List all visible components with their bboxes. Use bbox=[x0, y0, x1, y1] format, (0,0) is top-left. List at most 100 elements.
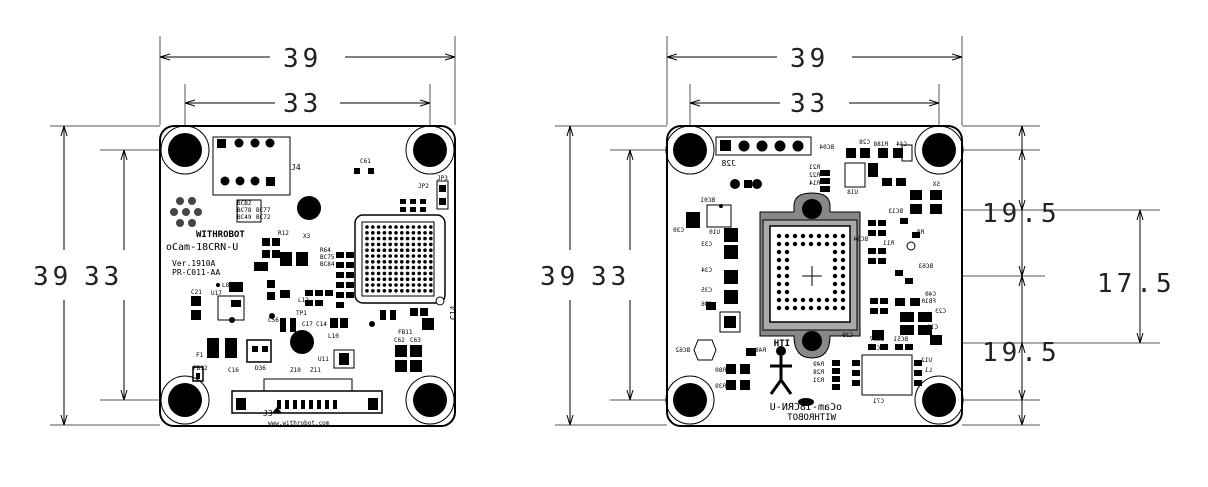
soc-ball bbox=[417, 271, 422, 276]
back-label-bc63: FB10 bbox=[921, 298, 936, 305]
front-mounting-holes bbox=[160, 125, 455, 425]
soc-ball bbox=[388, 265, 393, 270]
soc-ball bbox=[376, 236, 381, 241]
sensor-ball bbox=[784, 233, 790, 239]
sensor-ball bbox=[800, 241, 806, 247]
soc-ball bbox=[365, 289, 369, 293]
sensor-ball bbox=[816, 241, 822, 247]
soc-ball bbox=[394, 242, 398, 247]
back-label-r21: R21 bbox=[809, 164, 820, 171]
sensor-ball bbox=[840, 233, 846, 239]
soc-ball bbox=[394, 271, 398, 276]
soc-ball bbox=[376, 231, 381, 235]
soc-ball bbox=[388, 254, 393, 258]
back-label-bc01: BC01 bbox=[700, 197, 715, 204]
soc-ball bbox=[423, 260, 427, 264]
sensor-ball bbox=[840, 305, 846, 311]
soc-ball bbox=[429, 225, 433, 229]
back-label-r80: R48 bbox=[755, 347, 766, 354]
soc-ball bbox=[371, 260, 375, 264]
soc-ball bbox=[382, 248, 387, 252]
soc-ball bbox=[376, 225, 381, 229]
back-view: 39 33 39 33 19.5 17.5 19.5 bbox=[540, 36, 1176, 427]
back-label-r8: R8 bbox=[916, 229, 924, 236]
back-dim-right-top: 19.5 bbox=[982, 199, 1061, 229]
soc-ball bbox=[405, 277, 410, 282]
soc-ball bbox=[400, 289, 404, 293]
soc-ball bbox=[394, 225, 398, 229]
sensor-ball bbox=[832, 281, 838, 287]
back-brand: WITHROBOT bbox=[787, 413, 836, 423]
soc-ball bbox=[400, 231, 404, 235]
soc-ball bbox=[365, 236, 369, 241]
front-label-bc84: BC84 bbox=[320, 261, 335, 268]
soc-ball bbox=[423, 242, 427, 247]
soc-ball bbox=[423, 289, 427, 293]
soc-ball bbox=[429, 248, 433, 252]
back-label-u1: BC64 bbox=[853, 236, 868, 243]
back-label-sx: SX bbox=[932, 181, 940, 188]
soc-ball bbox=[376, 260, 381, 264]
front-usb-connector-j3 bbox=[231, 378, 383, 414]
soc-ball bbox=[400, 260, 404, 264]
sensor-ball bbox=[832, 289, 838, 295]
soc-ball bbox=[376, 242, 381, 247]
sensor-ball bbox=[776, 273, 782, 279]
soc-ball bbox=[405, 248, 410, 252]
soc-ball bbox=[394, 265, 398, 270]
soc-ball bbox=[382, 236, 387, 241]
soc-ball bbox=[429, 289, 433, 293]
sensor-ball bbox=[792, 297, 798, 303]
soc-ball bbox=[388, 277, 393, 282]
front-label-l8: L8 bbox=[222, 282, 230, 289]
soc-ball bbox=[394, 283, 398, 287]
soc-ball bbox=[423, 225, 427, 229]
sensor-ball bbox=[776, 241, 782, 247]
soc-ball bbox=[376, 248, 381, 252]
soc-ball bbox=[388, 242, 393, 247]
soc-ball bbox=[405, 242, 410, 247]
sensor-ball bbox=[832, 273, 838, 279]
sensor-ball bbox=[824, 305, 830, 311]
soc-ball bbox=[394, 277, 398, 282]
back-dim-right-mid: 17.5 bbox=[1097, 269, 1176, 299]
soc-ball bbox=[365, 242, 369, 247]
soc-ball bbox=[371, 289, 375, 293]
back-label-bc04: BC04 bbox=[819, 144, 834, 151]
back-label-r22: R22 bbox=[809, 172, 820, 179]
soc-ball bbox=[394, 236, 398, 241]
soc-ball bbox=[405, 260, 410, 264]
sensor-ball bbox=[776, 249, 782, 255]
front-label-j4: J4 bbox=[291, 163, 301, 172]
sensor-ball bbox=[792, 241, 798, 247]
sensor-ball bbox=[840, 241, 846, 247]
back-dim-left-inner: 33 bbox=[591, 262, 630, 292]
soc-ball bbox=[405, 231, 410, 235]
soc-ball bbox=[400, 271, 404, 276]
sensor-ball bbox=[832, 265, 838, 271]
front-label-bc75: BC75 bbox=[320, 254, 335, 261]
soc-ball bbox=[365, 265, 369, 270]
soc-ball bbox=[429, 236, 433, 241]
front-label-bc72: BC72 bbox=[256, 214, 271, 221]
soc-ball bbox=[417, 242, 422, 247]
back-label-bc51: C39 bbox=[842, 332, 853, 339]
sensor-ball bbox=[808, 233, 814, 239]
back-label-c33: C33 bbox=[701, 241, 712, 248]
sensor-ball bbox=[840, 281, 846, 287]
back-label-l1: BC62 bbox=[675, 347, 690, 354]
soc-ball bbox=[423, 265, 427, 270]
back-label-r49: R31 bbox=[813, 377, 824, 384]
soc-ball bbox=[382, 242, 387, 247]
back-label-r11: R11 bbox=[883, 240, 894, 247]
front-dim-top-outer: 39 bbox=[283, 44, 322, 74]
back-stick-figure bbox=[769, 346, 793, 395]
soc-ball bbox=[382, 254, 387, 258]
front-j4-connector bbox=[212, 136, 291, 196]
front-dim-left-outer: 39 bbox=[33, 262, 72, 292]
sensor-ball bbox=[840, 257, 846, 263]
front-part-number: PR-C011-AA bbox=[172, 268, 220, 277]
soc-ball bbox=[388, 248, 393, 252]
front-view: 39 33 39 33 bbox=[33, 36, 458, 427]
